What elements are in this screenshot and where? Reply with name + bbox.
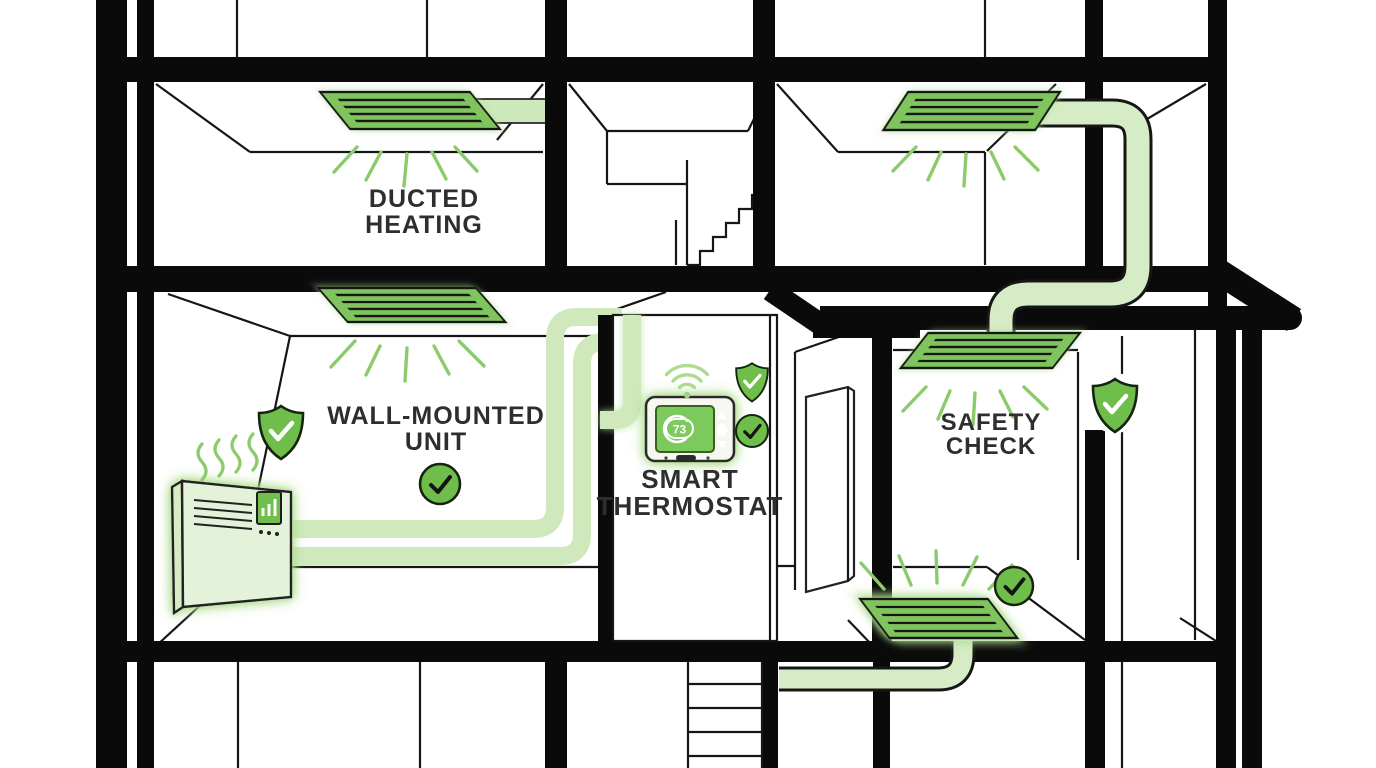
airflow-rays-top-right	[891, 145, 1040, 188]
label-smart-thermostat-2: THERMOSTAT	[597, 491, 784, 521]
room-labels: DUCTED HEATING WALL-MOUNTED UNIT SMART T…	[327, 185, 1042, 521]
ceiling-vent-top-right	[881, 90, 1063, 132]
staircase-lower	[686, 662, 764, 768]
check-circle-icon-thermostat	[734, 413, 770, 449]
label-safety-check-1: SAFETY	[941, 409, 1042, 436]
ceiling-vent-wall-room	[315, 286, 508, 324]
airflow-rays-safety-ceiling	[901, 385, 1049, 427]
duct-pipe-basement	[779, 641, 976, 692]
label-ducted-heating-1: DUCTED	[369, 185, 479, 213]
thermostat-temperature: 73	[673, 423, 687, 437]
open-door	[804, 385, 856, 594]
heat-waves-icon	[196, 432, 259, 482]
airflow-rays-wall-room	[329, 339, 486, 383]
staircase-upper	[568, 83, 772, 267]
wall-heater-unit	[170, 478, 293, 616]
smart-thermostat-device: 73	[644, 395, 736, 463]
label-wall-mounted-2: UNIT	[405, 428, 467, 456]
duct-pipe-top-right	[986, 98, 1153, 344]
label-ducted-heating-2: HEATING	[365, 211, 483, 239]
ceiling-vent-ducted	[317, 90, 503, 131]
floor-vent-safety-room	[857, 597, 1020, 640]
check-circle-icon-wall-unit	[418, 462, 462, 506]
thermostat-wall-tube	[600, 315, 641, 429]
airflow-rays-ducted	[332, 145, 479, 188]
ceiling-vent-safety-room	[898, 331, 1083, 370]
up-arrow-icon	[717, 411, 727, 419]
label-smart-thermostat-1: SMART	[641, 464, 738, 494]
down-arrow-icon	[717, 441, 727, 449]
wifi-icon	[664, 363, 710, 399]
label-wall-mounted-1: WALL-MOUNTED	[327, 402, 545, 430]
label-safety-check-2: CHECK	[946, 433, 1036, 460]
check-circle-icon-floor-vent	[993, 565, 1035, 607]
dial-gauge	[662, 414, 689, 444]
heater-duct-loop	[293, 308, 622, 565]
